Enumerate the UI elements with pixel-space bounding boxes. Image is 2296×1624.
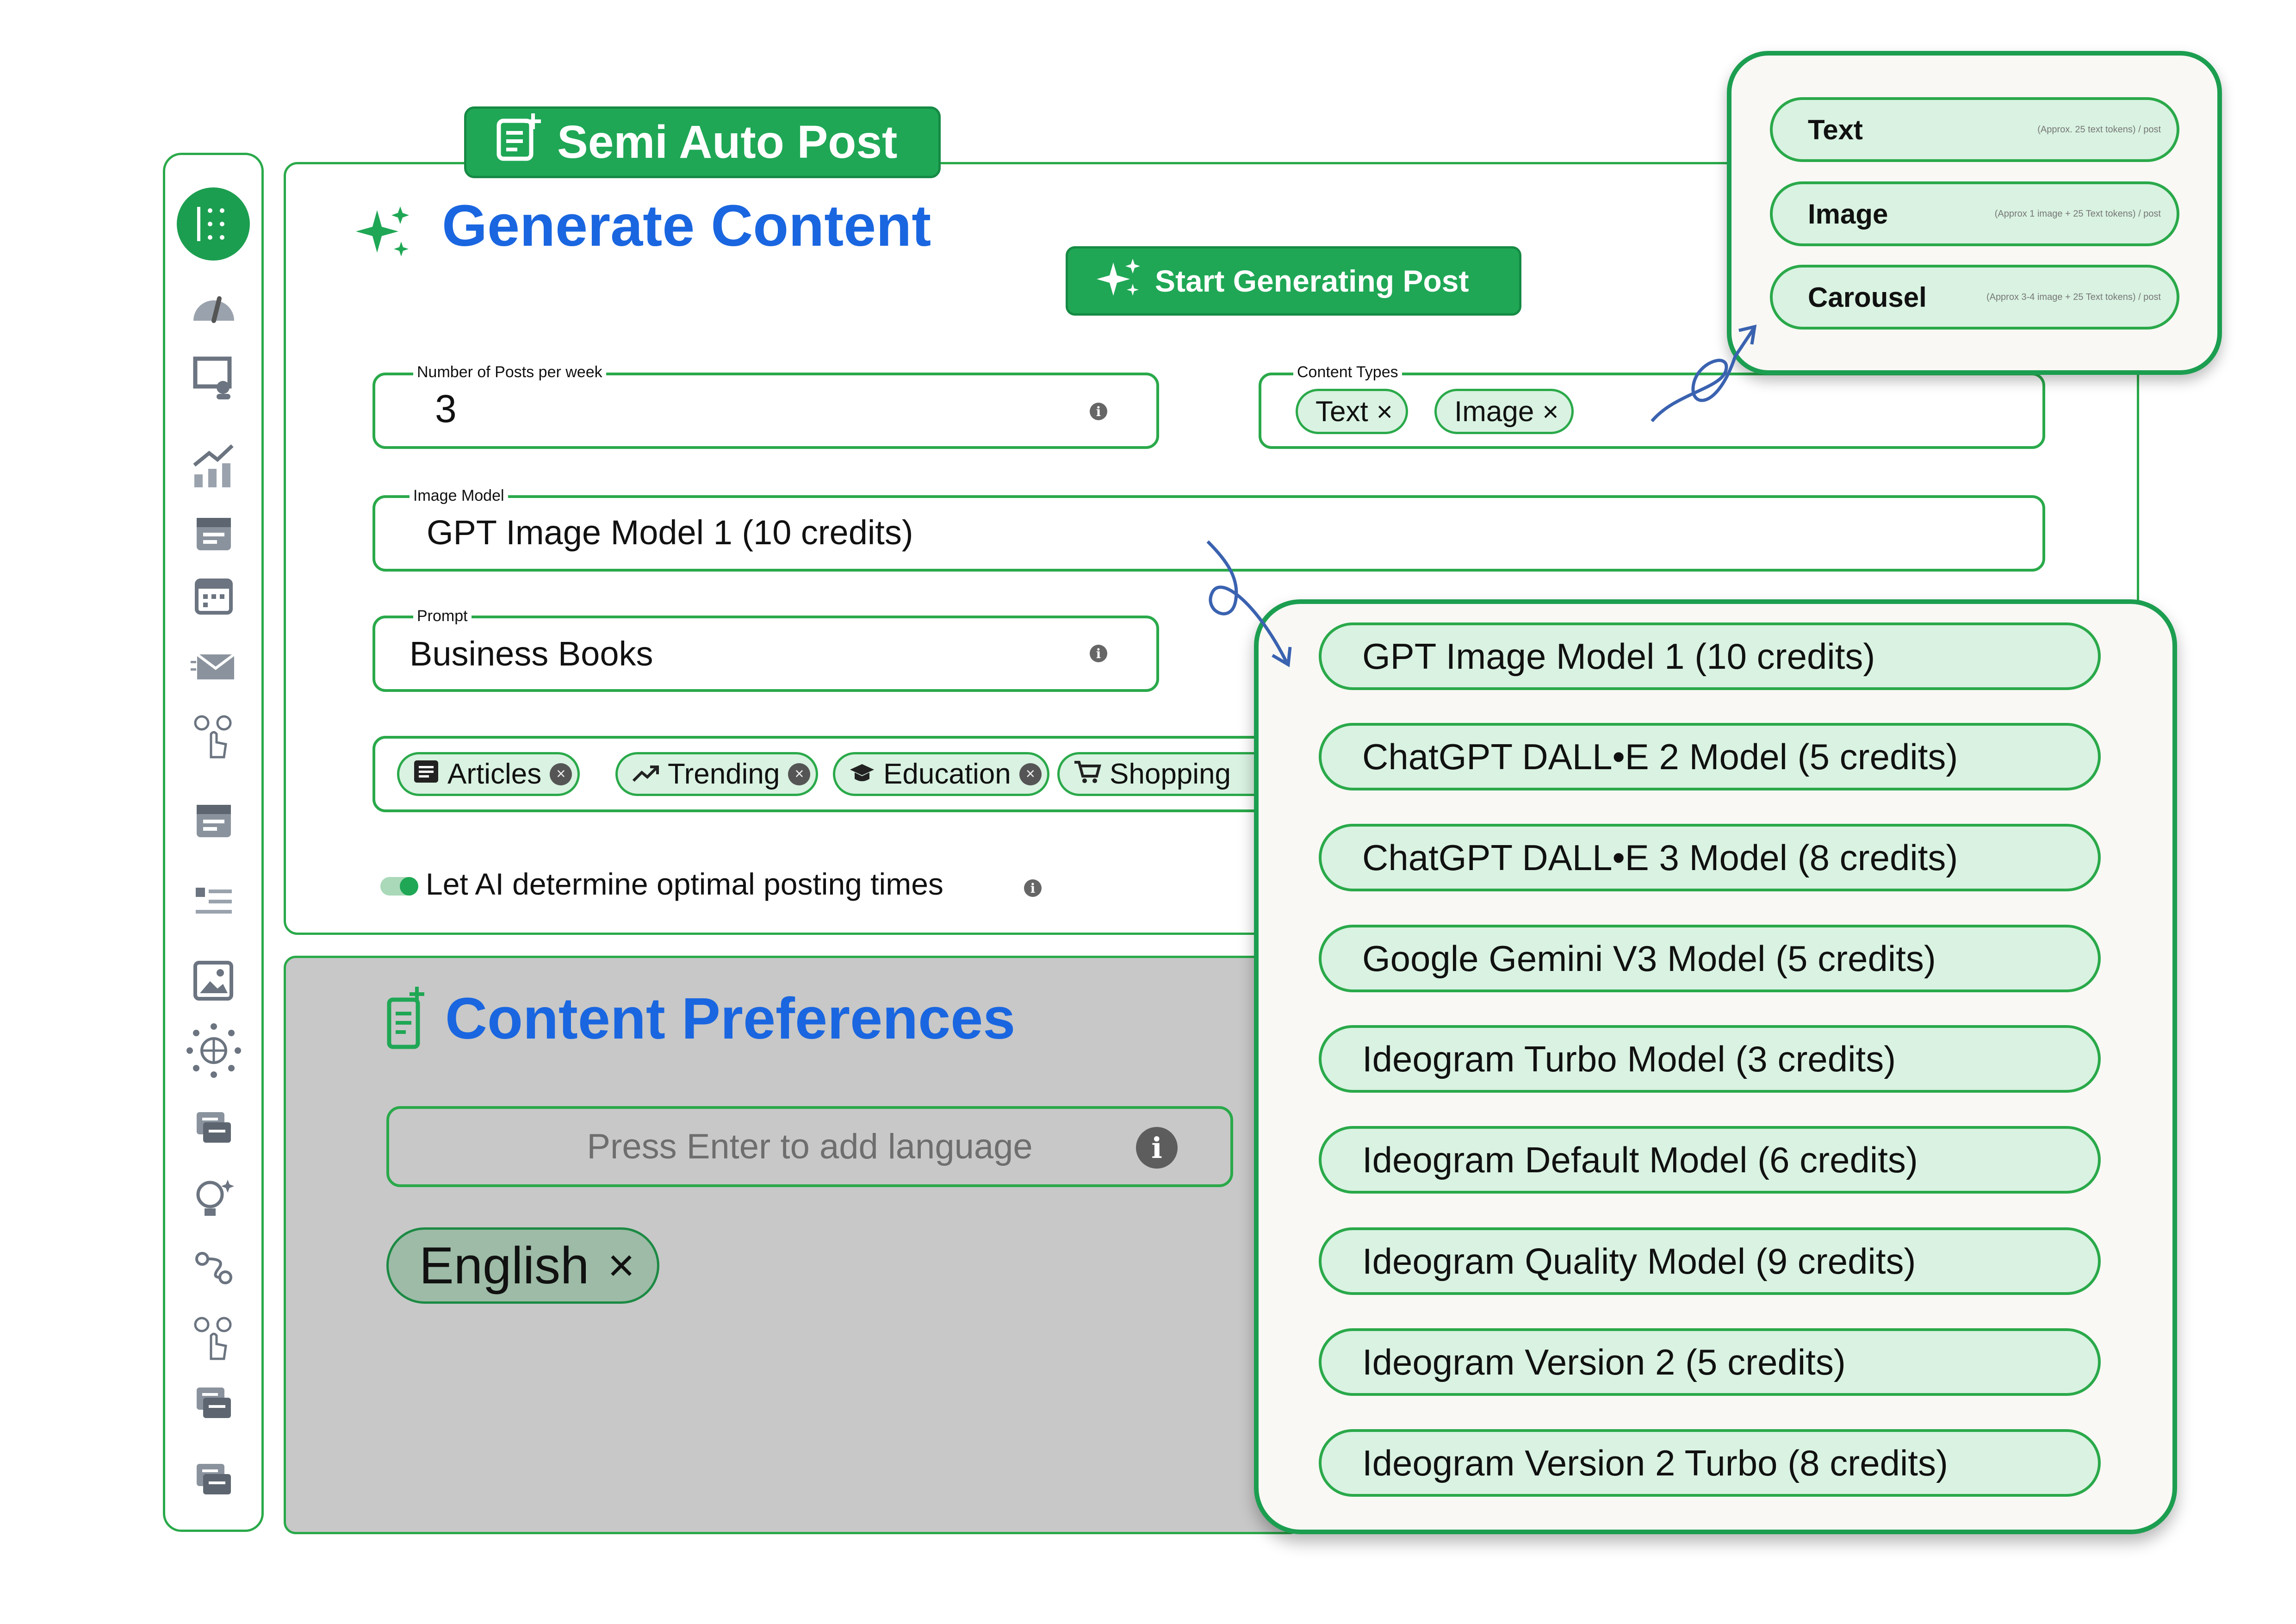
- semi-auto-post-badge: Semi Auto Post: [464, 106, 941, 178]
- presentation-icon[interactable]: [185, 349, 242, 405]
- document-plus-icon: [386, 986, 428, 1053]
- option-label: Ideogram Version 2 Turbo (8 credits): [1362, 1442, 1948, 1483]
- start-generating-button[interactable]: Start Generating Post: [1066, 246, 1521, 316]
- prompt-value[interactable]: Business Books: [410, 635, 653, 673]
- language-chip-english[interactable]: English ×: [386, 1227, 659, 1304]
- chip-label: Text: [1316, 395, 1368, 428]
- shopping-cart-icon: [1074, 758, 1101, 790]
- category-chip-trending[interactable]: Trending ×: [615, 752, 819, 796]
- prompt-field[interactable]: [372, 616, 1159, 692]
- info-icon[interactable]: i: [1024, 879, 1042, 897]
- chat-icon[interactable]: [185, 1101, 242, 1157]
- trending-up-icon: [632, 758, 659, 790]
- option-label: Ideogram Turbo Model (3 credits): [1362, 1038, 1896, 1079]
- category-chip-articles[interactable]: Articles ×: [397, 752, 580, 796]
- connector-arrow-icon: [1651, 324, 1757, 423]
- chip-label: Shopping: [1110, 758, 1231, 790]
- model-option-1[interactable]: GPT Image Model 1 (10 credits): [1319, 622, 2101, 690]
- model-option-6[interactable]: Ideogram Default Model (6 credits): [1319, 1126, 2101, 1194]
- info-icon[interactable]: i: [1090, 403, 1107, 420]
- image-model-legend: Image Model: [410, 487, 508, 505]
- chip-label: Image: [1454, 395, 1534, 428]
- document-plus-icon: [494, 112, 545, 174]
- language-input-placeholder: Press Enter to add language: [587, 1127, 1033, 1166]
- option-sub: (Approx. 25 text tokens) / post: [2037, 124, 2161, 135]
- option-sub: (Approx 3-4 image + 25 Text tokens) / po…: [1986, 292, 2161, 302]
- content-type-option-image[interactable]: Image (Approx 1 image + 25 Text tokens) …: [1770, 181, 2179, 246]
- model-option-3[interactable]: ChatGPT DALL•E 3 Model (8 credits): [1319, 824, 2101, 891]
- sparkle-icon: [1096, 257, 1142, 305]
- chat-icon-2[interactable]: [185, 1377, 242, 1432]
- send-mail-icon[interactable]: [185, 639, 242, 694]
- badge-label: Semi Auto Post: [557, 116, 898, 168]
- generate-content-title: Generate Content: [442, 193, 931, 258]
- option-label: Ideogram Quality Model (9 credits): [1362, 1240, 1916, 1282]
- graduation-cap-icon: [849, 758, 875, 790]
- close-icon[interactable]: ×: [1376, 396, 1393, 427]
- sparkle-icon: [354, 204, 414, 266]
- ai-posting-toggle[interactable]: [380, 877, 418, 896]
- tap-select-icon-2[interactable]: [185, 1310, 242, 1365]
- posts-per-week-legend: Number of Posts per week: [413, 363, 606, 381]
- option-label: ChatGPT DALL•E 2 Model (5 credits): [1362, 736, 1958, 777]
- calendar-notes-icon[interactable]: [185, 791, 242, 847]
- content-preferences-title: Content Preferences: [445, 986, 1016, 1051]
- model-option-2[interactable]: ChatGPT DALL•E 2 Model (5 credits): [1319, 723, 2101, 790]
- calendar-list-icon[interactable]: [185, 504, 242, 560]
- image-model-field[interactable]: [372, 495, 2045, 572]
- option-label: Text: [1808, 114, 1863, 145]
- close-icon[interactable]: ×: [550, 763, 572, 785]
- content-type-chip-image[interactable]: Image ×: [1434, 389, 1574, 434]
- ai-posting-label: Let AI determine optimal posting times: [426, 867, 943, 901]
- start-generating-label: Start Generating Post: [1155, 264, 1469, 298]
- content-type-chip-text[interactable]: Text ×: [1296, 389, 1408, 434]
- close-icon[interactable]: ×: [1019, 763, 1042, 785]
- close-icon[interactable]: ×: [788, 763, 811, 785]
- info-icon[interactable]: i: [1136, 1127, 1178, 1169]
- dashboard-gauge-icon[interactable]: [185, 278, 242, 333]
- workflow-icon[interactable]: [185, 1240, 242, 1296]
- option-label: Ideogram Version 2 (5 credits): [1362, 1341, 1846, 1382]
- option-label: Google Gemini V3 Model (5 credits): [1362, 938, 1936, 979]
- model-option-4[interactable]: Google Gemini V3 Model (5 credits): [1319, 925, 2101, 992]
- category-chip-education[interactable]: Education ×: [833, 752, 1049, 796]
- prompt-legend: Prompt: [413, 607, 472, 625]
- model-option-7[interactable]: Ideogram Quality Model (9 credits): [1319, 1227, 2101, 1295]
- globe-network-icon[interactable]: [185, 1023, 242, 1078]
- option-label: ChatGPT DALL•E 3 Model (8 credits): [1362, 837, 1958, 878]
- calendar-icon[interactable]: [185, 567, 242, 622]
- chip-label: English: [419, 1237, 590, 1294]
- article-icon: [413, 758, 439, 790]
- content-type-option-text[interactable]: Text (Approx. 25 text tokens) / post: [1770, 97, 2179, 162]
- model-option-9[interactable]: Ideogram Version 2 Turbo (8 credits): [1319, 1429, 2101, 1497]
- chip-label: Education: [883, 758, 1011, 790]
- app-logo-icon[interactable]: [177, 187, 250, 261]
- posts-per-week-field[interactable]: [372, 373, 1159, 449]
- option-label: Image: [1808, 198, 1888, 230]
- chat-icon-3[interactable]: [185, 1453, 242, 1509]
- model-option-5[interactable]: Ideogram Turbo Model (3 credits): [1319, 1025, 2101, 1093]
- chip-label: Articles: [447, 758, 542, 790]
- analytics-chart-icon[interactable]: [185, 437, 242, 493]
- option-sub: (Approx 1 image + 25 Text tokens) / post: [1994, 208, 2161, 219]
- close-icon[interactable]: ×: [1542, 396, 1559, 427]
- sidebar: [163, 153, 264, 1532]
- list-icon[interactable]: [185, 872, 242, 928]
- info-icon[interactable]: i: [1090, 645, 1107, 662]
- content-types-legend: Content Types: [1293, 363, 1402, 381]
- connector-arrow-icon: [1206, 540, 1292, 667]
- content-type-option-carousel[interactable]: Carousel (Approx 3-4 image + 25 Text tok…: [1770, 265, 2179, 330]
- option-label: GPT Image Model 1 (10 credits): [1362, 635, 1875, 677]
- image-edit-icon[interactable]: [185, 953, 242, 1009]
- close-icon[interactable]: ×: [608, 1239, 635, 1291]
- tap-select-icon[interactable]: [185, 708, 242, 764]
- language-input[interactable]: Press Enter to add language: [386, 1106, 1233, 1187]
- posts-per-week-value[interactable]: 3: [435, 387, 457, 430]
- image-model-value[interactable]: GPT Image Model 1 (10 credits): [427, 513, 913, 552]
- model-option-8[interactable]: Ideogram Version 2 (5 credits): [1319, 1328, 2101, 1396]
- option-label: Ideogram Default Model (6 credits): [1362, 1139, 1918, 1180]
- chip-label: Trending: [668, 758, 780, 790]
- idea-bulb-icon[interactable]: [185, 1169, 242, 1224]
- option-label: Carousel: [1808, 281, 1927, 313]
